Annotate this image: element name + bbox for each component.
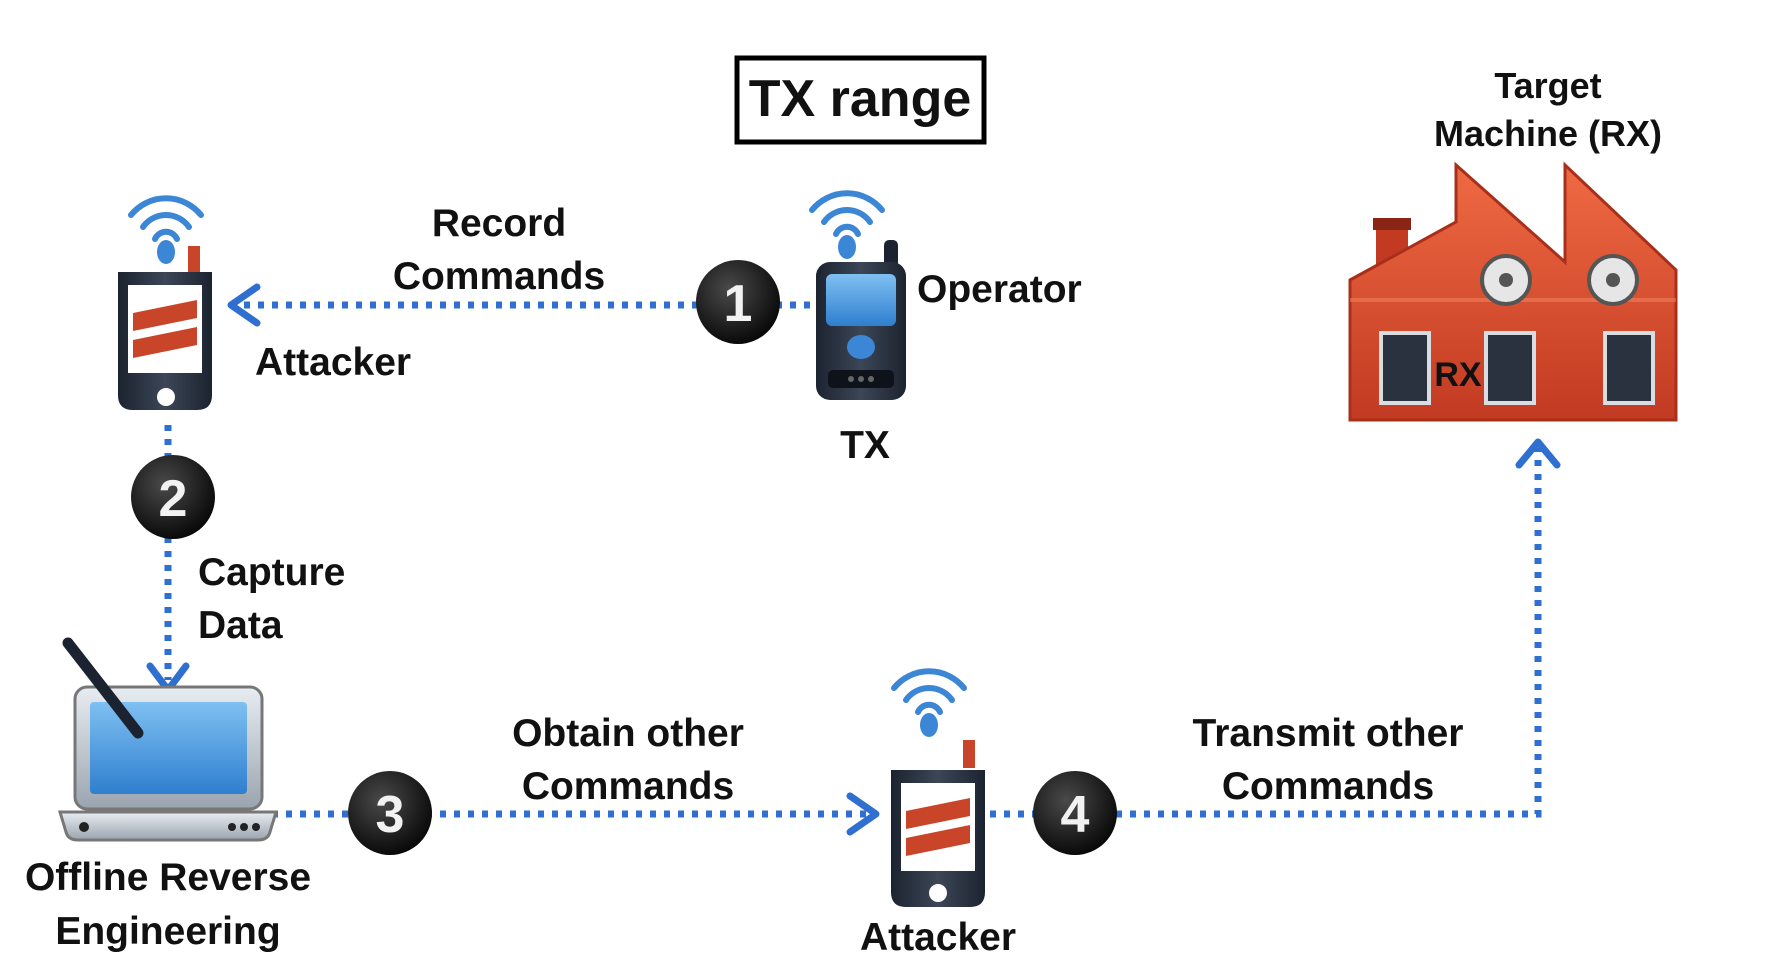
fan-icon — [1480, 254, 1639, 306]
laptop: Offline Reverse Engineering — [25, 637, 311, 953]
window-icon — [1379, 331, 1655, 405]
attacker-top: Attacker — [118, 195, 411, 410]
remote-device-icon — [891, 740, 985, 907]
step-4: 4 — [1033, 771, 1117, 855]
step-3-label-line1: Obtain other — [512, 712, 744, 755]
attacker-top-label: Attacker — [255, 341, 411, 384]
step-circle — [1033, 771, 1117, 855]
wifi-icon — [128, 195, 204, 264]
target-label-line1: Target — [1494, 65, 1601, 106]
attacker-bottom-label: Attacker — [860, 916, 1016, 959]
laptop-label-line1: Offline Reverse — [25, 856, 311, 899]
step-1-label-line2: Commands — [393, 255, 605, 298]
operator-tx: Operator TX — [809, 190, 1082, 467]
step-2-label-line1: Capture — [198, 551, 345, 594]
step-circle — [348, 771, 432, 855]
step-1: 1 — [696, 260, 780, 344]
step-4-label-line2: Commands — [1222, 765, 1434, 808]
title-box: TX range — [734, 55, 987, 145]
step-1-label-line1: Record — [432, 202, 566, 245]
target-machine: Target Machine (RX) RX — [1348, 65, 1678, 422]
operator-label: Operator — [917, 268, 1082, 311]
stylus-icon — [62, 637, 144, 739]
connector-transmit — [990, 448, 1542, 818]
step-number: 1 — [724, 275, 753, 333]
laptop-label-line2: Engineering — [55, 910, 280, 953]
wifi-icon — [809, 190, 885, 259]
rx-label: RX — [1434, 356, 1482, 394]
step-2: 2 — [131, 455, 215, 539]
step-circle — [696, 260, 780, 344]
arrowhead-record — [227, 283, 261, 327]
arrowhead-transmit — [1515, 438, 1561, 469]
remote-device-icon — [118, 246, 212, 410]
attacker-bottom: Attacker — [860, 668, 1016, 959]
phone-icon — [816, 240, 906, 400]
wifi-icon — [891, 668, 967, 737]
tx-label: TX — [840, 424, 890, 467]
laptop-icon — [57, 637, 279, 842]
step-3-label-line2: Commands — [522, 765, 734, 808]
step-number: 4 — [1061, 786, 1090, 844]
diagram-title: TX range — [749, 70, 972, 128]
step-3: 3 — [348, 771, 432, 855]
step-number: 2 — [159, 470, 188, 528]
step-4-label-line1: Transmit other — [1193, 712, 1464, 755]
target-label-line2: Machine (RX) — [1434, 113, 1662, 154]
step-2-label-line2: Data — [198, 604, 283, 647]
step-circle — [131, 455, 215, 539]
step-number: 3 — [376, 786, 405, 844]
factory-icon — [1348, 161, 1678, 422]
arrowhead-obtain — [846, 792, 880, 836]
